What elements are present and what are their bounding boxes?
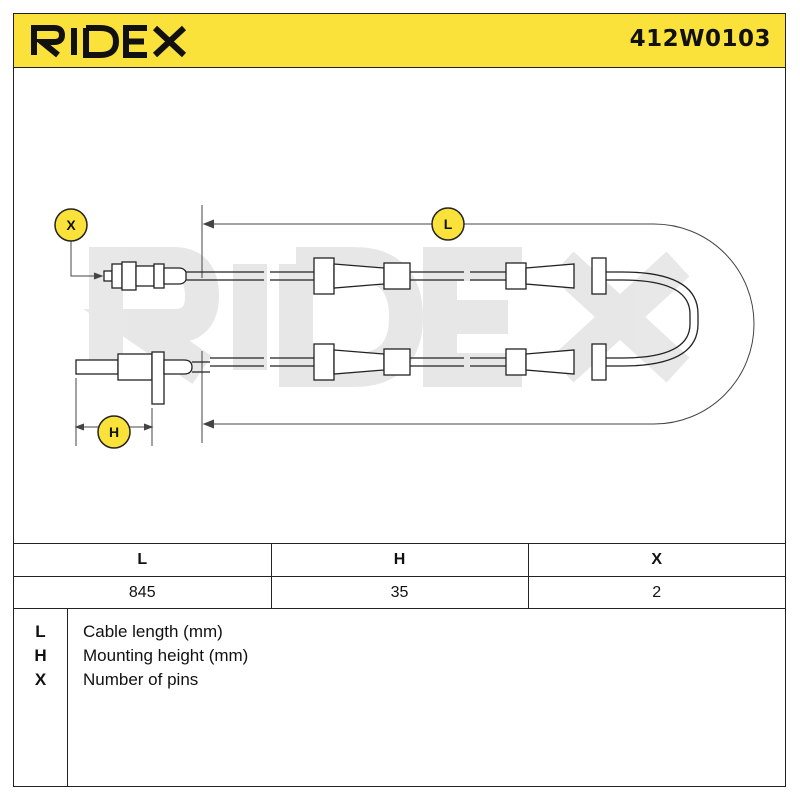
dimensions-header-row: L H X (14, 543, 785, 577)
legend-key-h: H (34, 646, 47, 665)
value-x: 2 (528, 576, 785, 609)
legend-text-l: Cable length (mm) (83, 622, 223, 641)
callout-l-label: L (444, 216, 453, 232)
leader-x (70, 234, 104, 280)
part-number: 412W0103 (629, 26, 771, 52)
header-bar: 412W0103 (14, 14, 785, 68)
column-header-l: L (14, 543, 272, 577)
legend-text-x: Number of pins (83, 670, 199, 689)
legend-text-h: Mounting height (mm) (83, 646, 249, 665)
sensor-head (75, 351, 210, 405)
column-header-h: H (271, 543, 529, 577)
legend-key-x: X (34, 670, 47, 689)
callout-h-label: H (109, 424, 119, 440)
legend-keys: L H X (14, 609, 68, 787)
dimensions-value-row: 845 35 2 (14, 576, 785, 609)
callout-x-label: X (66, 217, 76, 233)
legend-descriptions: Cable length (mm) Mounting height (mm) N… (83, 620, 248, 692)
sensor-cable (202, 271, 699, 367)
callout-x: X (54, 208, 88, 242)
dimension-line-l (201, 205, 755, 443)
spec-sheet: 412W0103 (13, 13, 786, 787)
column-header-x: X (528, 543, 785, 577)
dimensions-table: L H X 845 35 2 (14, 543, 785, 609)
value-h: 35 (271, 576, 529, 609)
cable-sleeves (313, 257, 607, 381)
brand-logo (28, 22, 193, 63)
callout-h: H (97, 415, 131, 449)
legend: L H X Cable length (mm) Mounting height … (14, 608, 785, 787)
connector-plug (103, 261, 202, 291)
callout-l: L (431, 207, 465, 241)
sensor-cable-drawing: X L H (54, 205, 755, 449)
legend-key-l: L (35, 622, 46, 641)
value-l: 845 (14, 576, 272, 609)
